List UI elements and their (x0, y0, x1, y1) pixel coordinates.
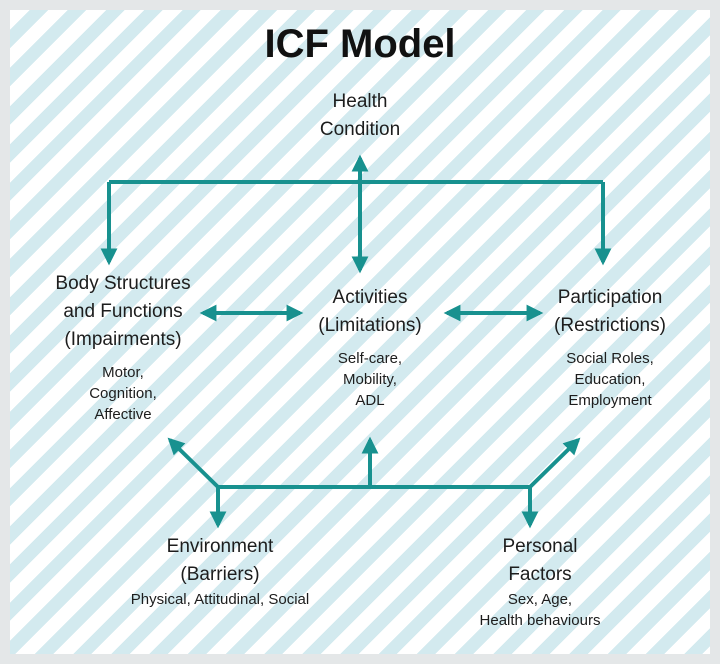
personal-factors-label-line: Factors (508, 564, 572, 585)
activities-label-line: Activities (332, 287, 408, 308)
activities-label-line: (Limitations) (318, 315, 422, 336)
arrow-bottom-to-body (167, 437, 220, 489)
body-structures-label-line: (Impairments) (64, 329, 182, 350)
environment-label-line: Environment (166, 536, 274, 557)
participation-example: Education, (574, 371, 646, 388)
activities-node: Activities (Limitations) Self-care, Mobi… (280, 284, 460, 411)
personal-factors-example: Health behaviours (479, 612, 601, 629)
participation-node: Participation (Restrictions) Social Role… (520, 284, 700, 411)
health-condition-node: Health Condition (260, 88, 460, 144)
participation-label-line: Participation (557, 287, 663, 308)
body-structures-node: Body Structures and Functions (Impairmen… (18, 270, 228, 425)
participation-label-line: (Restrictions) (554, 315, 666, 336)
activities-example: ADL (355, 392, 385, 409)
participation-example: Employment (568, 392, 652, 409)
arrow-bottom-to-participation (528, 437, 581, 489)
environment-node: Environment (Barriers) Physical, Attitud… (100, 533, 340, 610)
personal-factors-example: Sex, Age, (507, 591, 573, 608)
diagram-title: ICF Model (264, 22, 456, 66)
body-structures-label-line: and Functions (63, 301, 183, 322)
activities-example: Self-care, (337, 350, 403, 367)
health-condition-label-line: Condition (319, 119, 401, 140)
health-condition-label-line: Health (332, 91, 388, 112)
body-structures-example: Affective (94, 406, 152, 423)
body-structures-label-line: Body Structures (55, 273, 191, 294)
environment-example: Physical, Attitudinal, Social (130, 591, 310, 608)
body-structures-example: Motor, (102, 364, 144, 381)
personal-factors-node: Personal Factors Sex, Age, Health behavi… (450, 533, 630, 631)
environment-label-line: (Barriers) (180, 564, 260, 585)
participation-example: Social Roles, (566, 350, 654, 367)
activities-example: Mobility, (343, 371, 397, 388)
personal-factors-label-line: Personal (502, 536, 578, 557)
body-structures-example: Cognition, (89, 385, 157, 402)
